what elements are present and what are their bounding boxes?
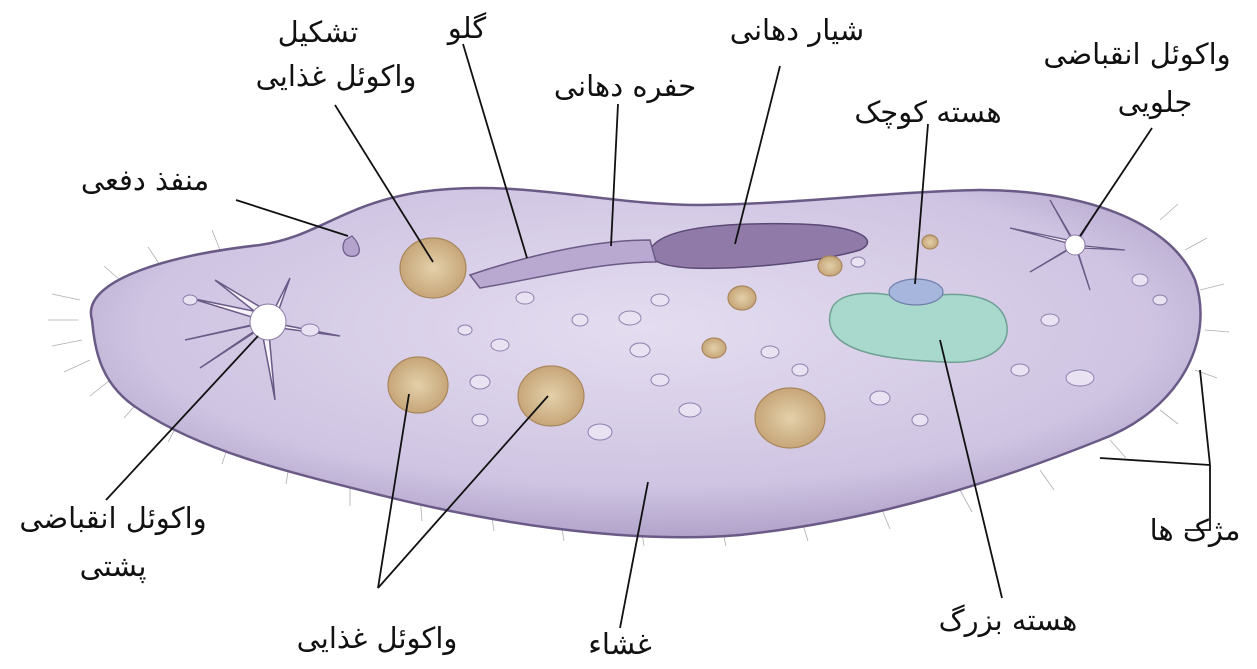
label-macronucleus: هسته بزرگ: [928, 602, 1088, 638]
label-anal-pore: منفذ دفعی: [60, 162, 230, 198]
label-gullet: گلو: [432, 10, 502, 46]
label-posterior-contractile-vacuole-line2: پشتی: [58, 548, 168, 584]
label-posterior-contractile-vacuole-line1: واکوئل انقباضی: [8, 500, 218, 536]
label-oral-cavity: حفره دهانی: [540, 68, 710, 104]
label-anterior-contractile-vacuole-line2: جلویی: [1100, 84, 1210, 120]
label-food-vacuole-formation-line2: واکوئل غذایی: [236, 58, 436, 94]
label-food-vacuoles: واکوئل غذایی: [252, 620, 502, 656]
label-micronucleus: هسته کوچک: [838, 94, 1018, 130]
micronucleus: [889, 279, 943, 305]
label-oral-groove: شیار دهانی: [712, 12, 882, 48]
label-anterior-contractile-vacuole-line1: واکوئل انقباضی: [1032, 36, 1242, 72]
label-cilia: مژک ها: [1138, 512, 1252, 548]
label-food-vacuole-formation-line1: تشکیل: [258, 14, 378, 50]
label-membrane: غشاء: [570, 626, 670, 662]
